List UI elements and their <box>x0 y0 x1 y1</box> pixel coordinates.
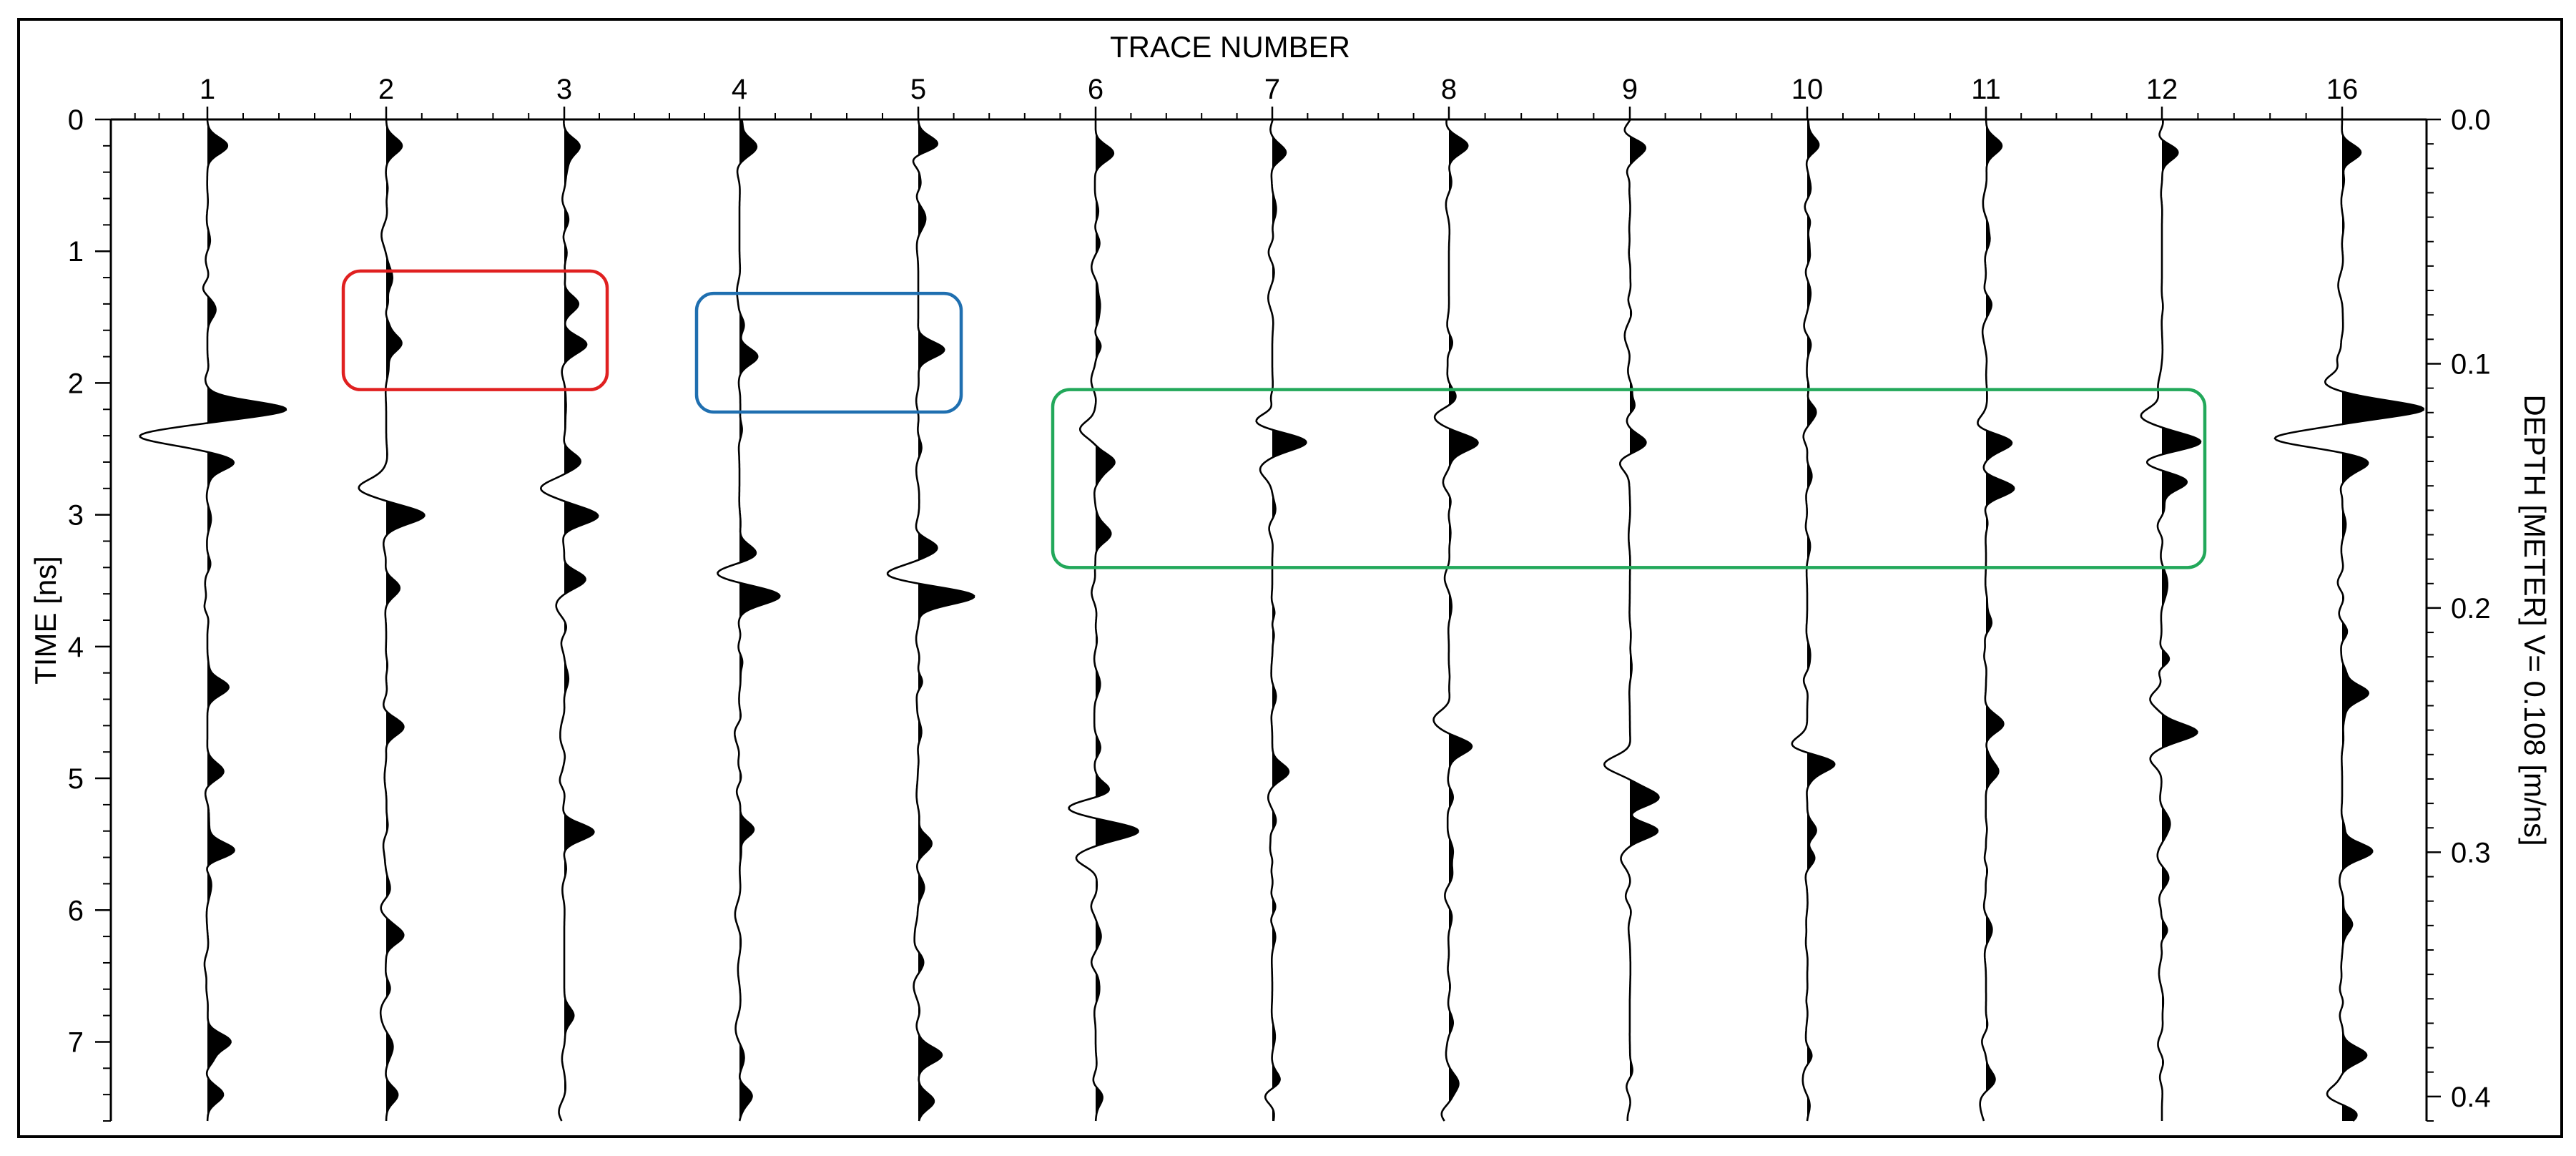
trace-8 <box>1432 119 1479 1122</box>
y-tick-label: 6 <box>68 895 84 926</box>
trace-11 <box>1977 119 2015 1122</box>
y2-tick-label: 0.2 <box>2451 593 2491 624</box>
highlight-box-3 <box>1051 388 2207 569</box>
trace-2 <box>358 119 426 1121</box>
trace-10 <box>1791 119 1836 1122</box>
highlight-boxes <box>341 269 2207 569</box>
x-tick-label: 2 <box>378 74 394 105</box>
trace-5 <box>886 119 975 1122</box>
trace-12 <box>2140 119 2202 1121</box>
x-tick-label: 6 <box>1088 74 1103 105</box>
x-tick-label: 16 <box>2326 74 2359 105</box>
y-axis-title: TIME [ns] <box>29 556 62 685</box>
traces <box>139 119 2424 1122</box>
trace-4 <box>717 119 781 1122</box>
trace-7 <box>1255 119 1307 1122</box>
x-tick-label: 12 <box>2146 74 2178 105</box>
x-axis-title: TRACE NUMBER <box>1110 30 1350 64</box>
y2-tick-label: 0.3 <box>2451 837 2491 868</box>
y-tick-label: 0 <box>68 104 84 136</box>
figure-border <box>17 18 2563 1138</box>
x-tick-label: 8 <box>1441 74 1457 105</box>
y2-tick-label: 0.4 <box>2451 1082 2491 1113</box>
trace-5-fill <box>918 119 974 1121</box>
x-tick-label: 7 <box>1264 74 1280 105</box>
axes <box>95 107 2441 1122</box>
x-tick-label: 4 <box>732 74 747 105</box>
y-tick-label: 7 <box>68 1027 84 1058</box>
x-tick-label: 10 <box>1791 74 1824 105</box>
trace-1 <box>139 119 287 1122</box>
trace-3 <box>539 119 599 1122</box>
y-tick-label: 4 <box>68 632 84 663</box>
y-tick-label: 3 <box>68 500 84 532</box>
highlight-box-2 <box>694 291 963 414</box>
x-tick-label: 1 <box>200 74 215 105</box>
y-tick-label: 1 <box>68 236 84 268</box>
trace-16 <box>2273 119 2424 1122</box>
x-tick-label: 5 <box>910 74 926 105</box>
y2-tick-label: 0.1 <box>2451 348 2491 380</box>
x-tick-label: 9 <box>1622 74 1638 105</box>
trace-9 <box>1603 119 1660 1121</box>
y2-tick-label: 0.0 <box>2451 104 2491 136</box>
x-tick-label: 11 <box>1971 74 2001 105</box>
x-tick-label: 3 <box>556 74 572 105</box>
y2-axis-title: DEPTH [METER] V= 0.108 [m/ns] <box>2518 394 2552 846</box>
highlight-box-1 <box>341 269 609 391</box>
trace-8-fill <box>1449 119 1478 1121</box>
y-tick-label: 5 <box>68 763 84 795</box>
trace-6 <box>1068 119 1139 1122</box>
y-tick-label: 2 <box>68 368 84 399</box>
